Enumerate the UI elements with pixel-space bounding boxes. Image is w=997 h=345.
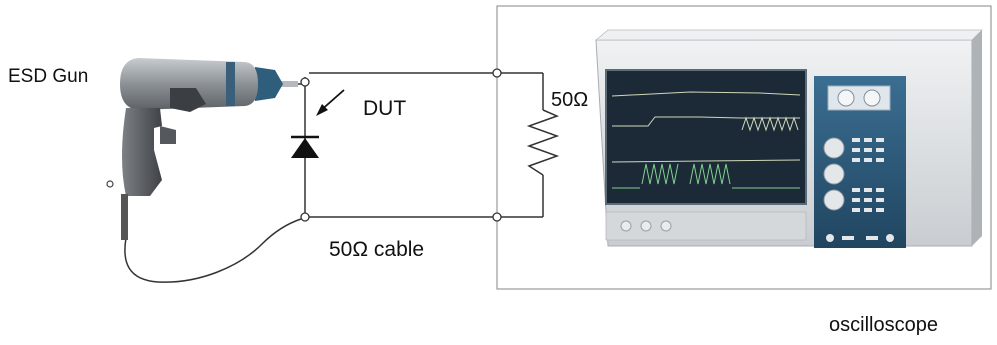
resistor-label: 50Ω	[551, 89, 589, 111]
diode-icon	[291, 89, 345, 158]
esd-gun-icon	[106, 58, 298, 240]
resistor-icon	[526, 109, 560, 176]
esd-gun-label: ESD Gun	[8, 66, 89, 87]
cable-label: 50Ω cable	[329, 238, 425, 261]
circuit-wires	[124, 72, 544, 283]
oscilloscope-label: oscilloscope	[829, 314, 938, 336]
dut-label: DUT	[363, 97, 407, 120]
oscilloscope-icon	[594, 29, 983, 248]
terminals	[300, 68, 502, 222]
oscilloscope-frame	[496, 5, 992, 290]
